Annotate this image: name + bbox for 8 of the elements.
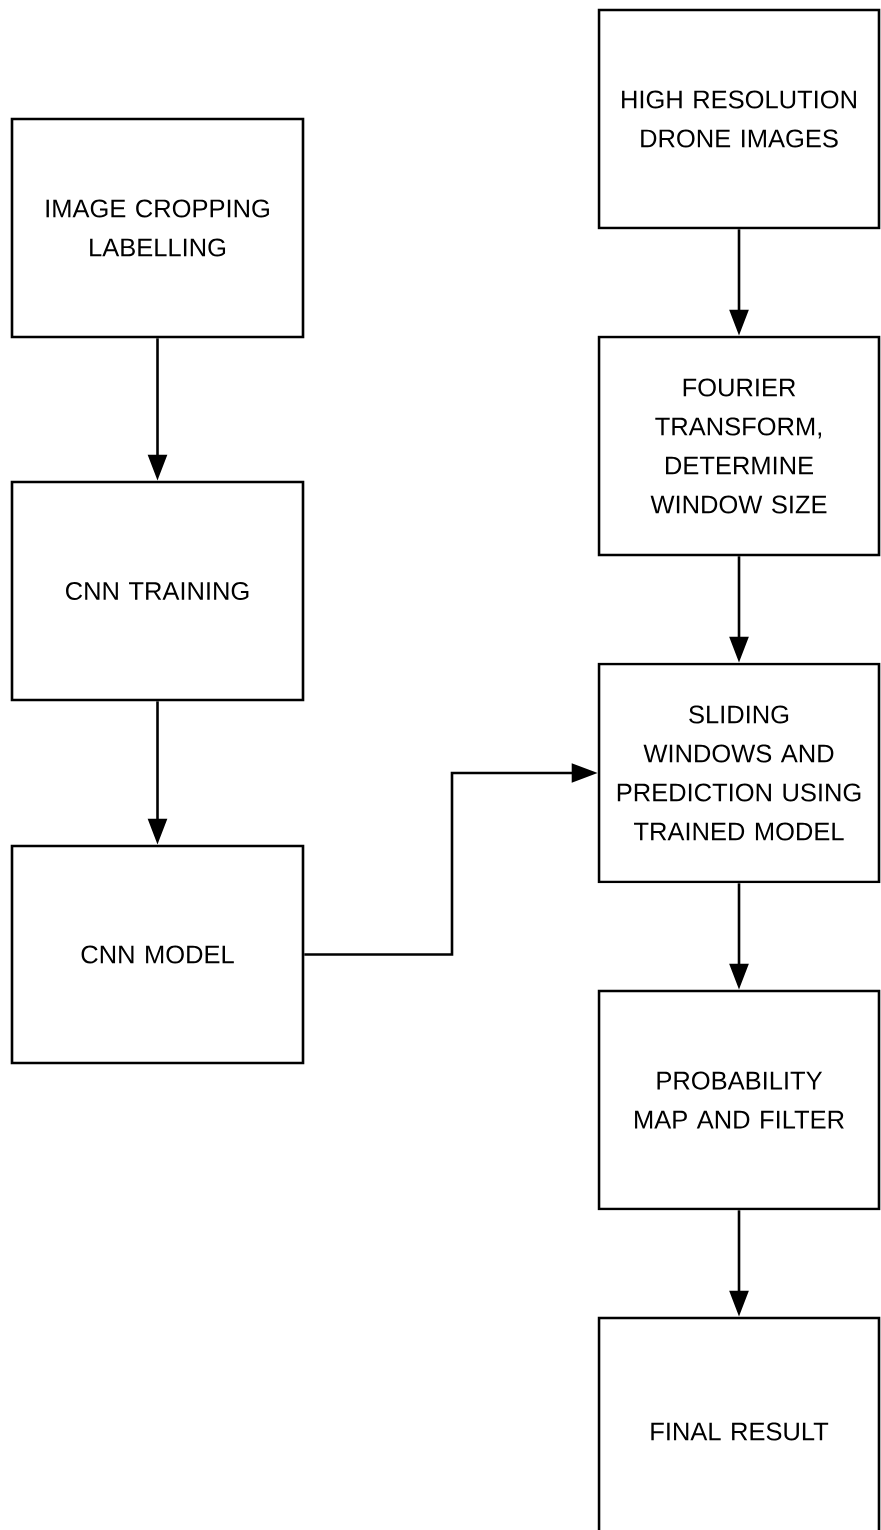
process-box: IMAGE CROPPING LABELLING	[10, 117, 305, 339]
process-box: CNN TRAINING	[10, 480, 305, 702]
process-box: SLIDING WINDOWS AND PREDICTION USING TRAINED MODEL	[597, 662, 881, 884]
process-box: PROBABILITY MAP AND FILTER	[597, 989, 881, 1211]
process-box: CNN MODEL	[10, 844, 305, 1065]
process-box: FOURIER TRANSFORM, DETERMINE WINDOW SIZE	[597, 335, 881, 557]
process-box: HIGH RESOLUTION DRONE IMAGES	[597, 8, 881, 230]
process-box: FINAL RESULT	[597, 1316, 881, 1530]
